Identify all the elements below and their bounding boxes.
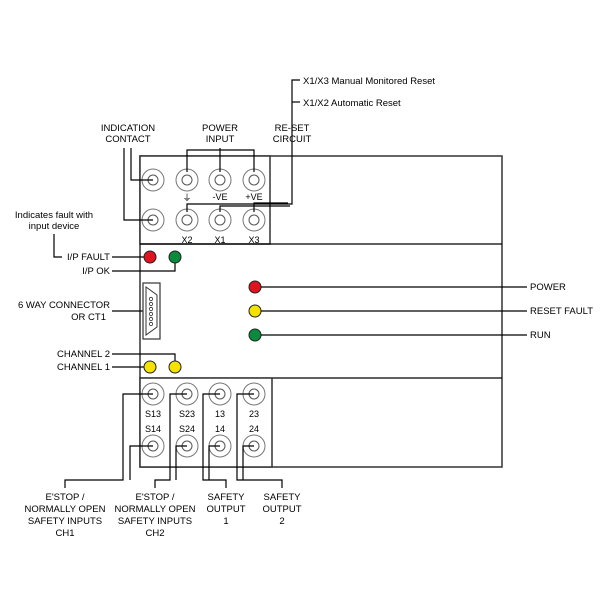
x2-label: X2 — [181, 235, 192, 245]
reset-fault-led — [248, 304, 262, 318]
ip-ok-label: I/P OK — [82, 266, 110, 277]
s13-label: S13 — [145, 409, 161, 419]
power-input-label-1: POWER — [202, 123, 238, 134]
wire-23 — [236, 393, 283, 488]
wire-s23 — [154, 393, 187, 488]
terminal-x2[interactable] — [175, 208, 199, 232]
run-label: RUN — [530, 330, 551, 341]
out2-label-1: SAFETY — [264, 492, 302, 503]
power-input-label-2: INPUT — [206, 134, 235, 145]
top-terminals: ⏚ -VE +VE X2 X1 X3 — [141, 168, 266, 245]
wire-indication-a — [130, 148, 153, 181]
23-label: 23 — [249, 409, 259, 419]
wire-indication-b — [123, 148, 153, 221]
terminal-neg-ve[interactable] — [208, 168, 232, 192]
indication-contact-label-1: INDICATION — [101, 123, 155, 134]
wire-x3 — [253, 202, 288, 212]
wire-x2 — [186, 145, 293, 212]
s14-label: S14 — [145, 424, 161, 434]
fault-note-2: input device — [29, 221, 80, 232]
pos-ve-label: +VE — [245, 192, 262, 202]
reset-circuit-label-2: CIRCUIT — [273, 134, 312, 145]
wire-reset-manual — [291, 79, 300, 145]
x1-label: X1 — [214, 235, 225, 245]
ch1-label-4: CH1 — [55, 528, 74, 539]
ch2-label-3: SAFETY INPUTS — [118, 516, 192, 527]
six-way-connector[interactable] — [142, 282, 161, 340]
reset-manual-label: X1/X3 Manual Monitored Reset — [303, 76, 435, 87]
terminal-x3[interactable] — [242, 208, 266, 232]
run-led — [248, 328, 262, 342]
wire-s14 — [129, 445, 153, 480]
channel1-label: CHANNEL 1 — [57, 362, 110, 373]
s23-label: S23 — [179, 409, 195, 419]
reset-auto-label: X1/X2 Automatic Reset — [303, 98, 401, 109]
power-label: POWER — [530, 282, 566, 293]
connector-label-1: 6 WAY CONNECTOR — [18, 300, 110, 311]
bottom-wiring — [64, 393, 283, 488]
ch1-label-1: E'STOP / — [46, 492, 85, 503]
connector-label-2: OR CT1 — [71, 312, 106, 323]
channel1-led — [143, 360, 157, 374]
ip-ok-led — [168, 250, 182, 264]
out2-label-2: OUTPUT — [262, 504, 301, 515]
reset-circuit-label-1: RE-SET — [275, 123, 310, 134]
wire-x1 — [219, 205, 290, 212]
terminal-pos-ve[interactable] — [242, 168, 266, 192]
wire-s13 — [64, 393, 153, 488]
channel2-led — [168, 360, 182, 374]
s24-label: S24 — [179, 424, 195, 434]
fault-note-leader — [53, 234, 62, 258]
wire-24 — [242, 445, 254, 480]
fault-note-1: Indicates fault with — [15, 210, 93, 221]
wire-13 — [202, 393, 227, 488]
earth-label: ⏚ — [182, 193, 191, 203]
power-led — [248, 280, 262, 294]
ch2-label-1: E'STOP / — [136, 492, 175, 503]
out1-label-3: 1 — [223, 516, 228, 527]
13-label: 13 — [215, 409, 225, 419]
wire-14 — [208, 445, 220, 480]
ch2-label-4: CH2 — [145, 528, 164, 539]
24-label: 24 — [249, 424, 259, 434]
x3-label: X3 — [248, 235, 259, 245]
top-wiring — [123, 79, 300, 221]
terminal-x1[interactable] — [208, 208, 232, 232]
out1-label-1: SAFETY — [208, 492, 246, 503]
terminal-earth[interactable] — [175, 168, 199, 192]
out1-label-2: OUTPUT — [206, 504, 245, 515]
out2-label-3: 2 — [279, 516, 284, 527]
indication-contact-label-2: CONTACT — [105, 134, 150, 145]
neg-ve-label: -VE — [212, 192, 227, 202]
14-label: 14 — [215, 424, 225, 434]
ch1-label-3: SAFETY INPUTS — [28, 516, 102, 527]
ch2-label-2: NORMALLY OPEN — [115, 504, 196, 515]
ch1-label-2: NORMALLY OPEN — [25, 504, 106, 515]
ip-fault-label: I/P FAULT — [67, 252, 110, 263]
ip-fault-led — [143, 250, 157, 264]
reset-fault-label: RESET FAULT — [530, 306, 593, 317]
channel2-label: CHANNEL 2 — [57, 349, 110, 360]
wire-s24 — [175, 445, 187, 480]
